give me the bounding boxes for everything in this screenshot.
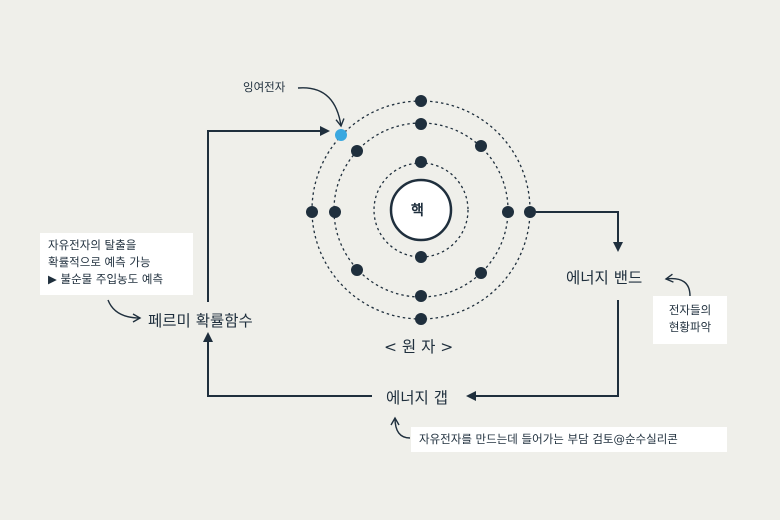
electron <box>415 313 427 325</box>
nucleus <box>389 178 453 242</box>
electron <box>475 267 487 279</box>
pointer-fermi-note <box>107 299 142 323</box>
electron <box>306 206 318 218</box>
energy-band-label: 에너지 밴드 <box>566 269 643 287</box>
electron <box>415 156 427 168</box>
electron <box>351 264 363 276</box>
atom-label: < 원 자 > <box>384 338 454 356</box>
electrons <box>306 95 536 325</box>
pointer-band-note <box>664 273 691 297</box>
electron <box>415 251 427 263</box>
electron <box>329 206 341 218</box>
gap-note: 자유전자를 만드는데 들어가는 부담 검토@순수실리콘 <box>411 427 727 452</box>
fermi-note-line2: 확률적으로 예측 가능 <box>48 255 151 269</box>
gap-note-text: 자유전자를 만드는데 들어가는 부담 검토@순수실리콘 <box>419 432 678 446</box>
fermi-note-line3: ▶ 불순물 주입농도 예측 <box>48 272 164 286</box>
surplus-electron <box>335 129 347 141</box>
surplus-electron-label: 잉여전자 <box>243 80 286 94</box>
electron <box>415 95 427 107</box>
electron <box>475 140 487 152</box>
electron <box>502 206 514 218</box>
pointer-gap-note <box>390 416 411 439</box>
arrow-energy-band-to-gap <box>466 300 619 401</box>
band-note-line2: 현황파악 <box>668 320 712 334</box>
nucleus-label: 핵 <box>411 203 424 219</box>
electron <box>351 145 363 157</box>
pointer-surplus-electron <box>297 87 345 128</box>
arrow-atom-to-energy-band <box>536 211 623 252</box>
energy-gap-label: 에너지 갭 <box>386 389 448 407</box>
band-note: 전자들의 현황파악 <box>653 296 727 344</box>
fermi-note-line1: 자유전자의 탈출을 <box>48 238 137 252</box>
electron <box>524 206 536 218</box>
electron <box>415 290 427 302</box>
arrow-fermi-to-atom <box>207 126 330 302</box>
arrow-gap-to-fermi <box>203 332 372 397</box>
fermi-note: 자유전자의 탈출을 확률적으로 예측 가능 ▶ 불순물 주입농도 예측 <box>40 233 193 295</box>
band-note-line1: 전자들의 <box>668 303 712 317</box>
electron <box>415 118 427 130</box>
fermi-probability-label: 페르미 확률함수 <box>148 312 253 330</box>
